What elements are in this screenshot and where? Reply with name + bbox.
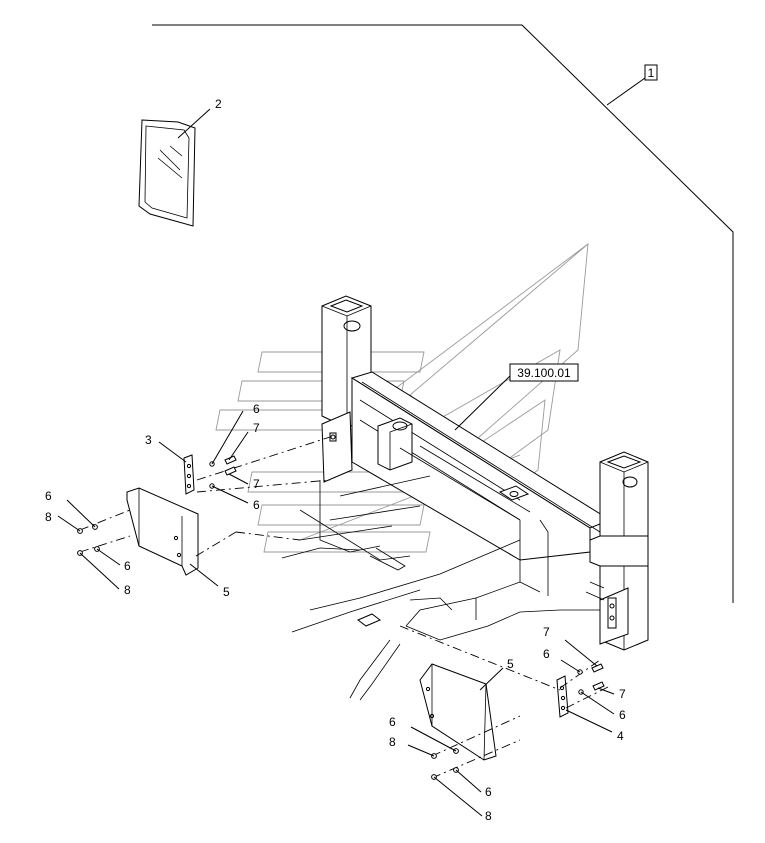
- frame-ref-box: 1: [644, 64, 658, 81]
- callout-7c: 7: [543, 625, 550, 639]
- right-shield-5: [419, 663, 504, 761]
- callout-7b: 7: [253, 477, 260, 491]
- lower-chassis: [281, 519, 600, 701]
- callout-4: 4: [617, 729, 624, 743]
- callout-6g: 6: [543, 647, 550, 661]
- callout-2: 2: [215, 97, 222, 111]
- callout-8a: 8: [45, 510, 52, 524]
- left-shield-5: [126, 487, 219, 587]
- group-ref-box: 39.100.01: [454, 363, 579, 431]
- callout-3: 3: [145, 433, 152, 447]
- callout-5b: 5: [507, 657, 514, 671]
- assembly-bracket: [152, 24, 734, 603]
- left-mount-plate: [299, 411, 411, 571]
- main-frame-beam: [299, 371, 612, 561]
- left-bracket-3: [158, 441, 195, 495]
- callout-6f: 6: [485, 785, 492, 799]
- manual-pouch: [138, 108, 211, 227]
- right-post: [585, 451, 649, 651]
- callout-8c: 8: [389, 735, 396, 749]
- callout-6c: 6: [253, 402, 260, 416]
- callout-7a: 7: [253, 421, 260, 435]
- callout-6d: 6: [253, 498, 260, 512]
- callout-6b: 6: [124, 559, 131, 573]
- callout-6e: 6: [389, 715, 396, 729]
- right-bracket-4: [556, 675, 613, 733]
- callout-5a: 5: [223, 585, 230, 599]
- callout-6h: 6: [619, 708, 626, 722]
- left-fasteners: [57, 410, 331, 590]
- right-fasteners: [399, 625, 615, 817]
- frame-ref-label: 1: [648, 66, 655, 80]
- callout-6a: 6: [45, 489, 52, 503]
- callout-8b: 8: [124, 583, 131, 597]
- group-ref-label: 39.100.01: [517, 366, 571, 380]
- callout-7d: 7: [619, 687, 626, 701]
- callout-8d: 8: [485, 809, 492, 823]
